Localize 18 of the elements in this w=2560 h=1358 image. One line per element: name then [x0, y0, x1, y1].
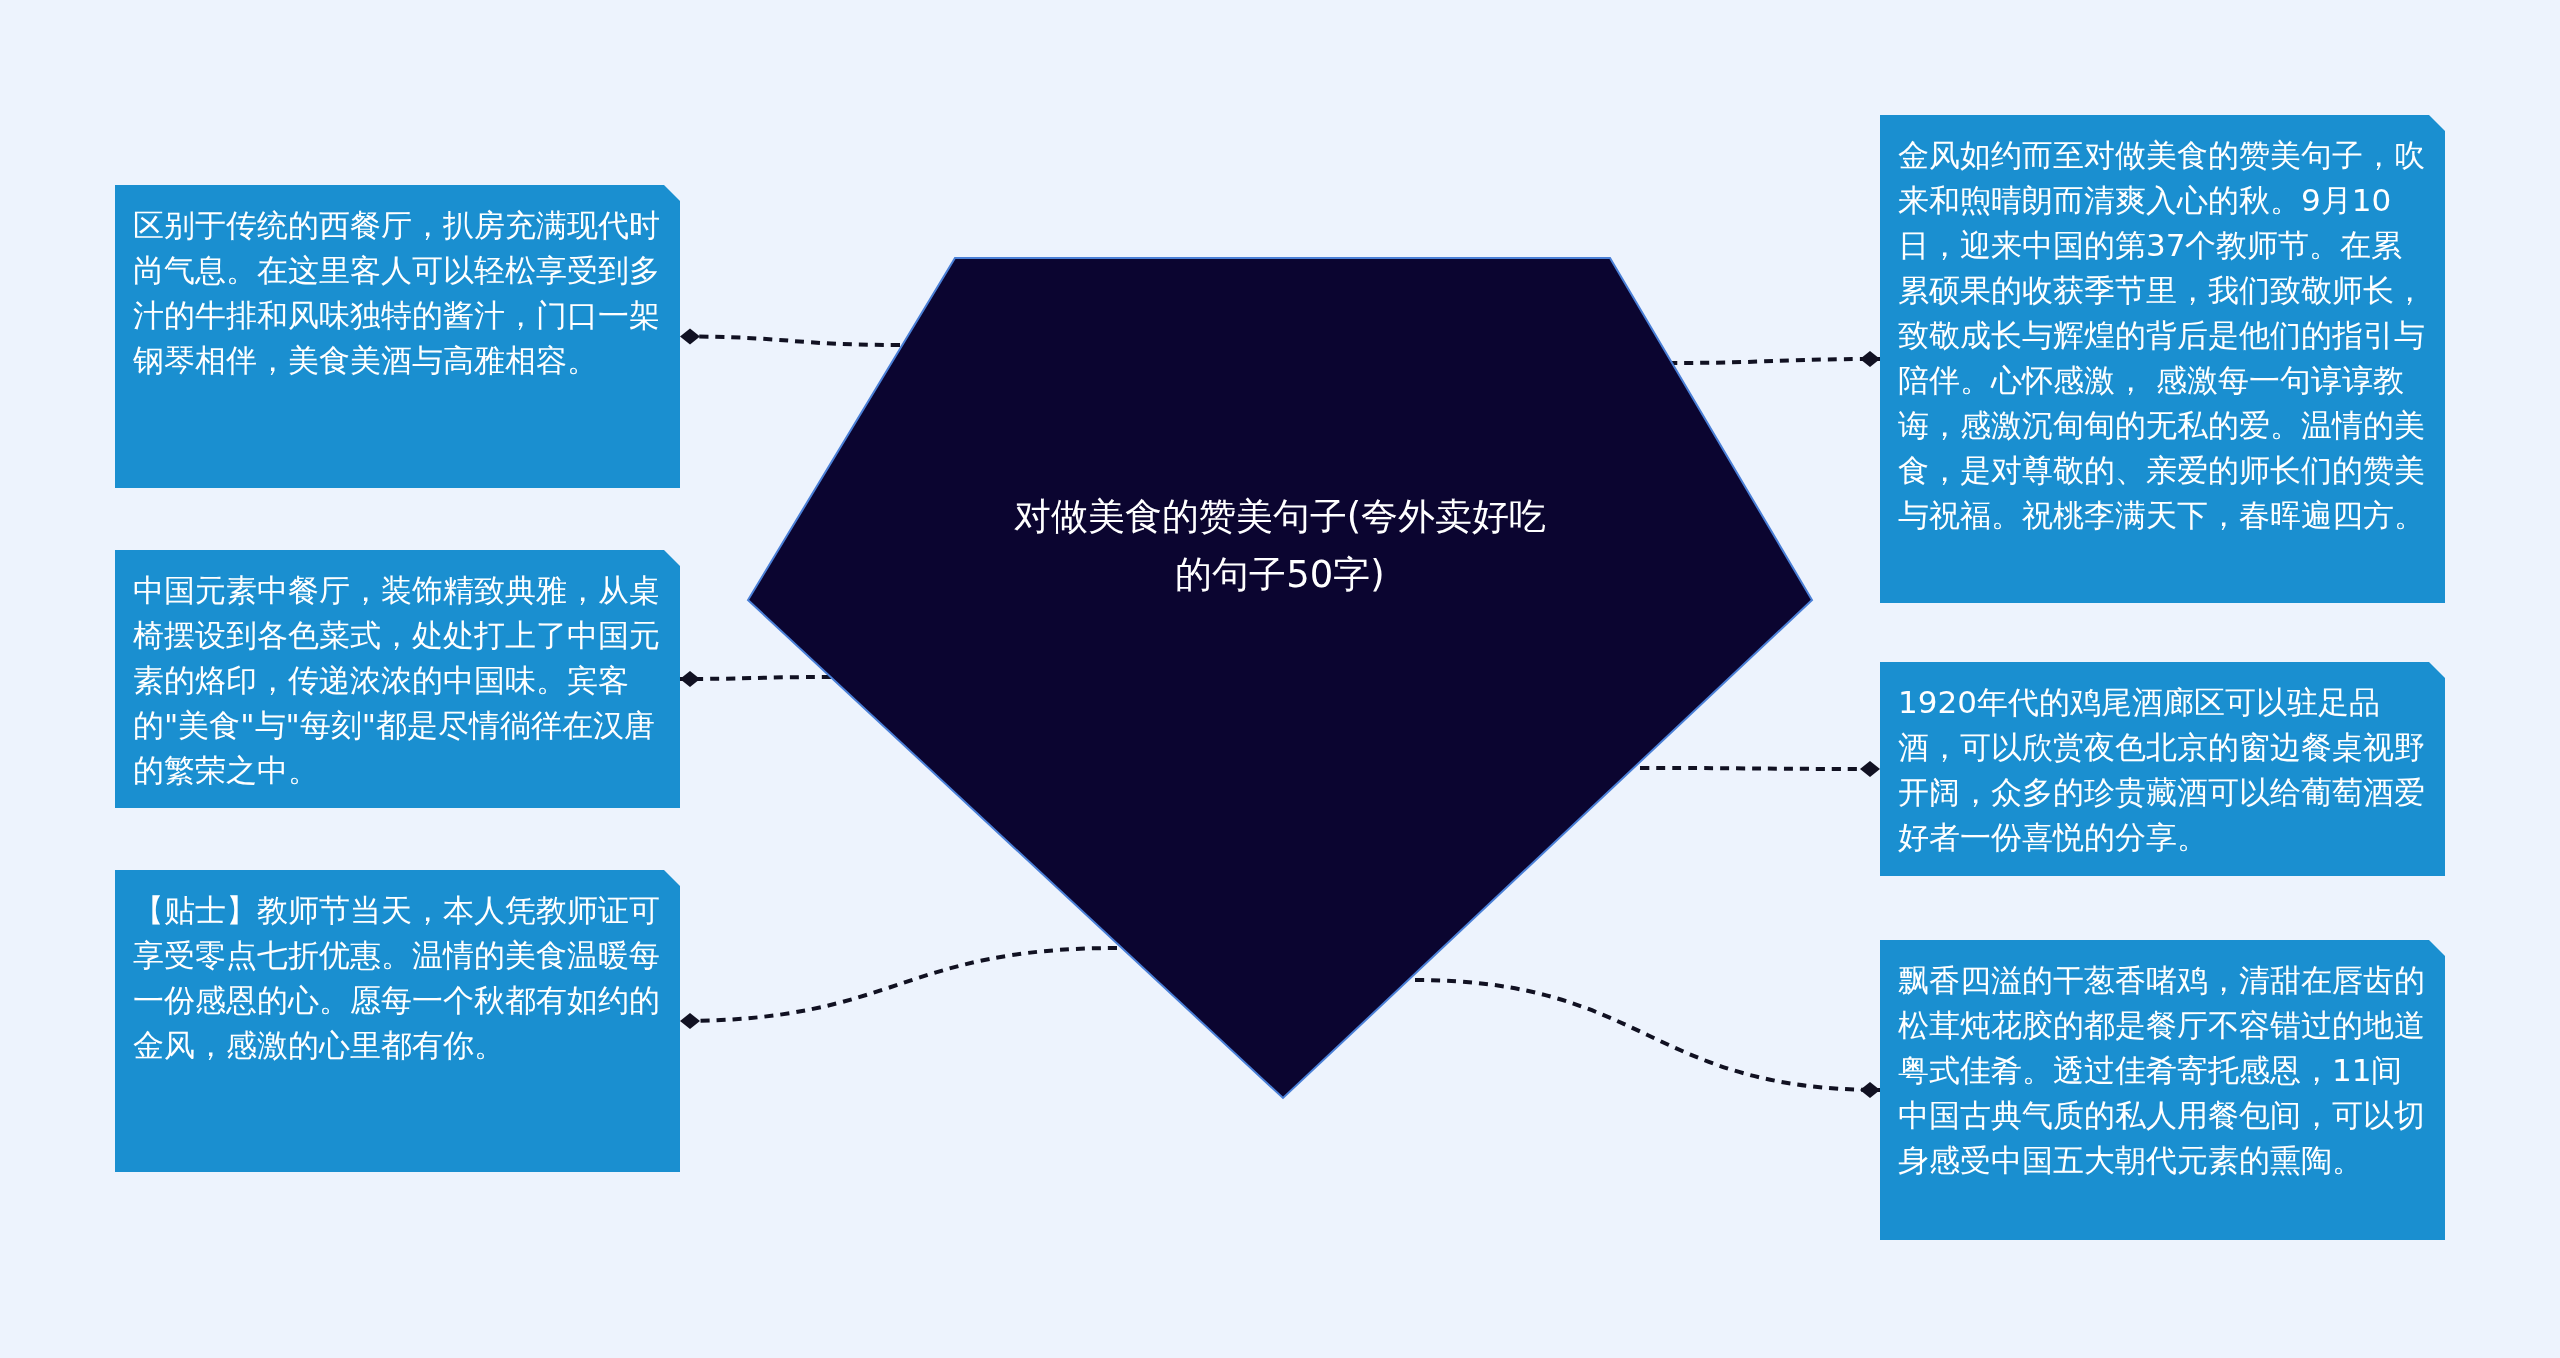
central-topic-text: 对做美食的赞美句子(夸外卖好吃的句子50字) — [1012, 494, 1548, 598]
card-text: 区别于传统的西餐厅，扒房充满现代时尚气息。在这里客人可以轻松享受到多汁的牛排和风味独特的酱汁，门口一架钢琴相伴，美食美酒与高雅相容。 — [133, 206, 661, 380]
dotted-connector — [1414, 978, 1881, 1098]
dotted-connector — [679, 946, 1118, 1029]
text-card — [1880, 115, 2445, 603]
dotted-connector — [680, 671, 831, 687]
dotted-connector — [680, 328, 900, 347]
text-card — [115, 550, 680, 808]
card-text: 中国元素中餐厅，装饰精致典雅，从桌椅摆设到各色菜式，处处打上了中国元素的烙印，传递浓浓的中国味。宾客的"美食"与"每刻"都是尽情徜徉在汉唐的繁荣之中。 — [133, 571, 661, 790]
text-card — [115, 185, 680, 488]
text-card — [1880, 662, 2445, 876]
text-card — [115, 870, 680, 1172]
card-text: 1920年代的鸡尾酒廊区可以驻足品酒，可以欣赏夜色北京的窗边餐桌视野开阔，众多的珍贵藏酒可以给葡萄酒爱好者一份喜悦的分享。 — [1898, 683, 2426, 857]
card-text: 金风如约而至对做美食的赞美句子，吹来和煦晴朗而清爽入心的秋。9月10日，迎来中国的第37个教师节。在累累硕果的收获季节里，我们致敬师长，致敬成长与辉煌的背后是他们的指引与陪伴。心怀感激， 感激每一句谆谆教诲，感激沉甸甸的无私的爱。温情的美食，是对尊敬的、亲爱的师长们的赞美与祝福。祝桃李满天下，春晖遍四方。 — [1898, 136, 2426, 535]
dotted-connector — [1640, 761, 1880, 777]
card-text: 飘香四溢的干葱香啫鸡，清甜在唇齿的松茸炖花胶的都是餐厅不容错过的地道粤式佳肴。透过佳肴寄托感恩，11间中国古典气质的私人用餐包间，可以切身感受中国五大朝代元素的熏陶。 — [1898, 961, 2426, 1180]
text-card — [1880, 940, 2445, 1240]
card-text: 【贴士】教师节当天，本人凭教师证可享受零点七折优惠。温情的美食温暖每一份感恩的心。愿每一个秋都有如约的金风，感激的心里都有你。 — [133, 891, 661, 1065]
